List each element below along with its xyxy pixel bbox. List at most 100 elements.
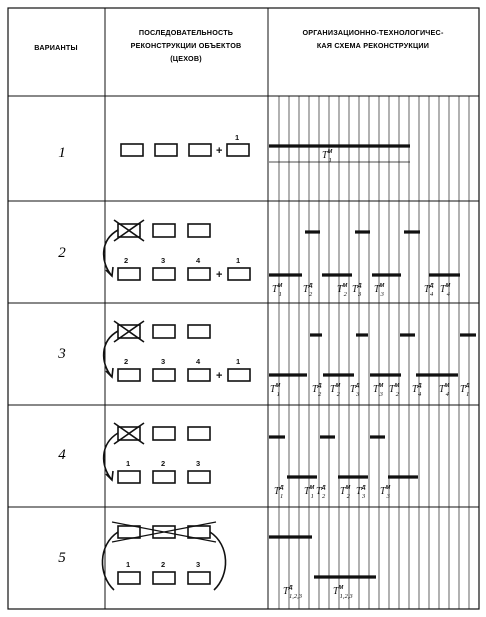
plus-sign: + <box>216 269 222 281</box>
workshop-box <box>187 571 211 585</box>
sequence-label: 4 <box>196 357 201 366</box>
workshop-box <box>226 143 250 157</box>
workshop-box <box>188 143 212 157</box>
header-variants: ВАРИАНТЫ <box>34 43 77 52</box>
cross-mark <box>113 422 145 445</box>
variant-number: 3 <box>57 346 66 362</box>
move-arrow <box>101 531 119 591</box>
sequence-column: + 1 + 2 3 4 1 <box>101 133 251 591</box>
header-scheme-line1: ОРГАНИЗАЦИОННО-ТЕХНОЛОГИЧЕС- <box>302 28 444 37</box>
workshop-box <box>152 470 176 484</box>
workshop-box <box>152 426 176 441</box>
timeline-scheme <box>269 144 476 579</box>
workshop-box <box>227 368 251 382</box>
workshop-box <box>152 324 176 339</box>
cross-mark <box>111 521 217 543</box>
workshop-box <box>117 470 141 484</box>
variant-numbers: 1 2 3 4 5 <box>57 145 66 566</box>
workshop-box <box>152 368 176 382</box>
workshop-box <box>117 267 141 281</box>
workshop-box <box>120 143 144 157</box>
workshop-box <box>154 143 178 157</box>
arrow-head <box>105 470 114 482</box>
header-scheme-line2: КАЯ СХЕМА РЕКОНСТРУКЦИИ <box>317 41 429 50</box>
sequence-label: 2 <box>161 459 165 468</box>
workshop-box <box>152 571 176 585</box>
workshop-box <box>187 426 211 441</box>
cross-mark <box>113 320 145 343</box>
plus-sign: + <box>216 370 222 382</box>
sequence-label: 3 <box>161 256 165 265</box>
variant-number: 5 <box>58 550 66 566</box>
move-arrow <box>102 330 119 378</box>
sequence-row-3: + 2 3 4 1 <box>102 320 251 382</box>
timeline-row-4 <box>269 435 418 479</box>
timeline-row-3 <box>269 333 476 377</box>
sequence-label: 4 <box>196 256 201 265</box>
timeline-row-5 <box>269 535 376 579</box>
sequence-label: 2 <box>124 357 128 366</box>
sequence-row-1: + 1 <box>120 133 250 157</box>
sequence-row-5: 1 2 3 <box>101 521 227 591</box>
header-sequence-line1: ПОСЛЕДОВАТЕЛЬНОСТЬ <box>139 28 233 37</box>
arrow-head <box>105 266 114 278</box>
timeline-grid <box>278 96 470 609</box>
variant-number: 2 <box>58 245 66 261</box>
workshop-box <box>187 368 211 382</box>
table-header: ВАРИАНТЫ ПОСЛЕДОВАТЕЛЬНОСТЬ РЕКОНСТРУКЦИ… <box>34 28 444 63</box>
workshop-box <box>117 368 141 382</box>
table-grid <box>7 7 480 610</box>
move-arrow <box>102 432 119 481</box>
move-arrow <box>102 229 119 277</box>
plus-sign: + <box>216 145 222 157</box>
move-arrow <box>209 531 227 591</box>
demolished-box <box>187 525 211 539</box>
workshop-box <box>187 267 211 281</box>
variant-number: 1 <box>58 145 66 161</box>
workshop-box <box>187 324 211 339</box>
timeline-row-1 <box>269 144 410 163</box>
workshop-box <box>227 267 251 281</box>
sequence-label: 2 <box>124 256 128 265</box>
cross-mark <box>113 219 145 242</box>
workshop-box <box>152 223 176 238</box>
sequence-label: 1 <box>235 133 239 142</box>
workshop-box <box>152 267 176 281</box>
demolished-box <box>117 525 141 539</box>
sequence-label: 1 <box>126 560 130 569</box>
variant-number: 4 <box>58 447 66 463</box>
sequence-label: 1 <box>126 459 130 468</box>
sequence-label: 1 <box>236 357 240 366</box>
header-sequence-line3: (ЦЕХОВ) <box>170 54 202 63</box>
sequence-label: 1 <box>236 256 240 265</box>
sequence-label: 3 <box>196 560 200 569</box>
sequence-row-2: + 2 3 4 1 <box>102 219 251 281</box>
sequence-label: 3 <box>196 459 200 468</box>
timeline-row-2 <box>269 230 460 277</box>
arrow-head <box>105 367 114 379</box>
